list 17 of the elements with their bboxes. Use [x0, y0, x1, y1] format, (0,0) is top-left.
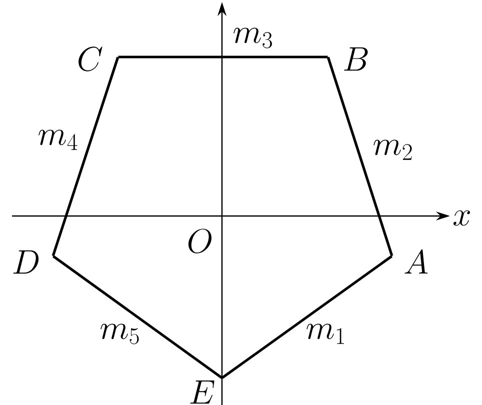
origin-label: $O$	[188, 228, 212, 254]
vertex-label: $A$	[404, 249, 428, 274]
polygon-side	[52, 56, 120, 256]
polygon-side	[326, 56, 394, 256]
side-label: $m_4$	[38, 130, 78, 150]
vertex-label: $D$	[13, 250, 39, 274]
axis-label: $x$	[454, 210, 470, 226]
vertex-label: $C$	[78, 46, 102, 72]
vertex-label: $B$	[344, 47, 368, 71]
side-label: $m_3$	[234, 28, 272, 48]
polygon-side	[221, 255, 393, 379]
polygon-side	[118, 56, 328, 58]
side-label: $m_5$	[100, 324, 139, 344]
polygon-side	[52, 255, 223, 379]
side-label: $m_2$	[374, 140, 412, 160]
side-label: $m_1$	[306, 324, 344, 344]
vertex-label: $E$	[190, 380, 214, 404]
